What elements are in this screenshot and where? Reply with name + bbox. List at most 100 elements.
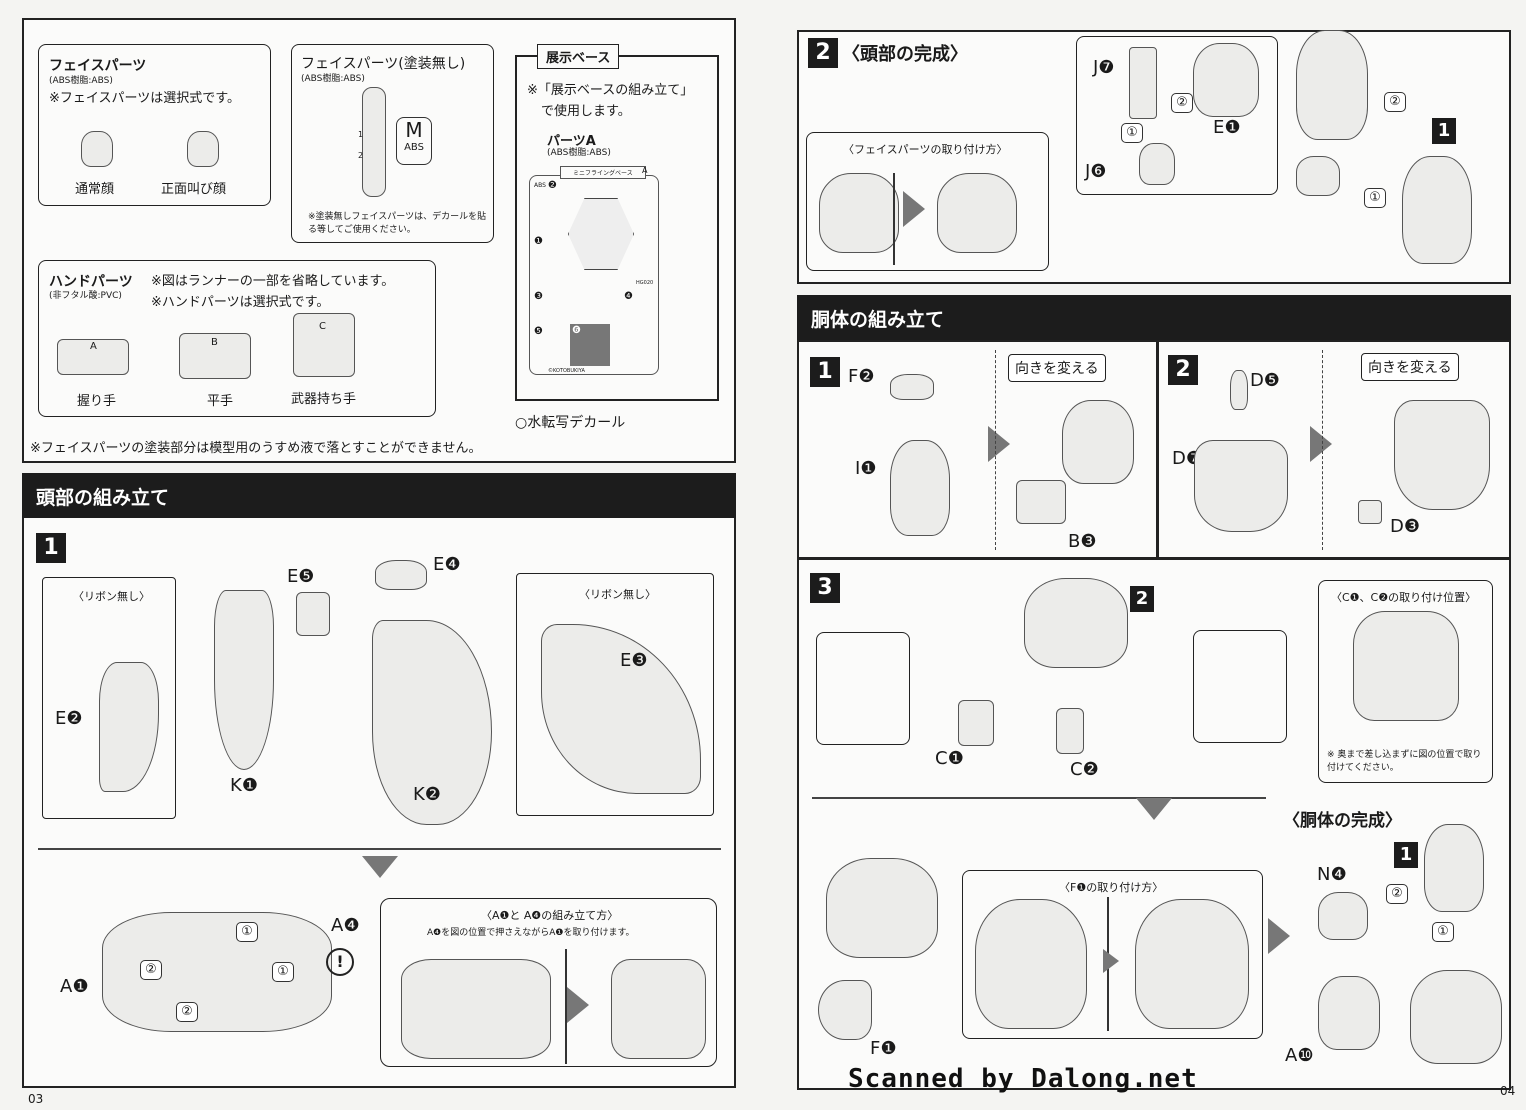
face-attach-before	[819, 173, 899, 253]
ref-step-badge-1: 1	[1394, 842, 1418, 868]
torso-complete-title: 〈胴体の完成〉	[1283, 811, 1402, 831]
face-unpainted-box: フェイスパーツ(塗装無し) (ABS樹脂:ABS) 1 2 M ABS ※塗装無…	[291, 44, 494, 243]
f1-attach-box: 〈F❶の取り付け方〉	[962, 870, 1263, 1039]
part-b3-drawing	[1016, 480, 1066, 524]
no-ribbon-box-right: 〈リボン無し〉	[516, 573, 714, 816]
head-assembly-drawing	[102, 912, 332, 1032]
label-f2: F❷	[848, 366, 875, 387]
assembly-before-drawing	[401, 959, 551, 1059]
runner-letter-b: B	[211, 337, 218, 348]
rotate-label: 向きを変える	[1008, 354, 1106, 382]
shout-face-drawing	[187, 131, 219, 167]
f1-attach-title: 〈F❶の取り付け方〉	[1059, 881, 1164, 894]
runner-material: ABS	[404, 142, 424, 153]
runner-letter-c: C	[319, 321, 326, 332]
torso-assembly-title: 胴体の組み立て	[811, 309, 945, 331]
a1-a4-desc: A❹を図の位置で押さえながらA❶を取り付けます。	[427, 928, 635, 938]
hex-step-1: ①	[1121, 123, 1143, 143]
face-parts-box: フェイスパーツ (ABS樹脂:ABS) ※フェイスパーツは選択式です。 通常顔 …	[38, 44, 271, 206]
hex-step-1: ①	[236, 922, 258, 942]
no-ribbon-box-left: 〈リボン無し〉	[42, 577, 176, 819]
runner-tag: M ABS	[396, 117, 432, 165]
label-e3: E❸	[620, 650, 648, 671]
display-base-note1: ※「展示ベースの組み立て」	[527, 83, 694, 98]
hex-step-2: ②	[1386, 884, 1408, 904]
label-c1: C❶	[935, 748, 964, 769]
face-paint-warning: ※フェイスパーツの塗装部分は模型用のうすめ液で落とすことができません。	[30, 441, 482, 456]
hand-parts-title: ハンドパーツ	[49, 274, 133, 290]
label-k2: K❷	[413, 784, 441, 805]
part-i1-drawing	[890, 440, 950, 536]
head-hair-drawing	[1296, 30, 1368, 140]
runner-a-brand: ©KOTOBUKIYA	[548, 368, 585, 374]
part-d5-drawing	[1230, 370, 1248, 410]
part-a10-drawing	[1318, 976, 1380, 1050]
face-option-shout: 正面叫び顔	[161, 182, 227, 197]
part-e1-drawing	[1193, 43, 1259, 117]
part-d7-drawing	[1194, 440, 1288, 532]
rotate-label: 向きを変える	[1361, 353, 1459, 381]
part-num: ❸	[534, 291, 543, 302]
ref-step-badge-2: 2	[1130, 586, 1154, 612]
face-attach-after	[937, 173, 1017, 253]
divider	[893, 173, 895, 265]
torso-complete-drawing	[1410, 970, 1502, 1064]
part-c2-drawing	[1056, 708, 1084, 754]
part-j7-drawing	[1129, 47, 1157, 119]
right-arrow-icon	[1268, 918, 1290, 954]
runner-num-2: 2	[358, 151, 364, 160]
part-j6-drawing	[1139, 143, 1175, 185]
a1-a4-assembly-box: 〈A❶と A❹の組み立て方〉 A❹を図の位置で押さえながらA❶を取り付けます。	[380, 898, 717, 1067]
label-e2: E❷	[55, 708, 83, 729]
head-ref-drawing	[1424, 824, 1484, 912]
hand-option-flat: 平手	[207, 394, 234, 409]
caution-icon: !	[326, 948, 354, 976]
c1-detail-box	[816, 632, 910, 745]
hex-step-2: ②	[1171, 93, 1193, 113]
torso-skirt-drawing	[826, 858, 938, 958]
part-c1-drawing	[958, 700, 994, 746]
face-option-normal: 通常顔	[75, 182, 115, 197]
parts-a-material: (ABS樹脂:ABS)	[547, 148, 611, 158]
page-number-left: 03	[28, 1092, 44, 1106]
runner-letter: M	[405, 118, 423, 142]
hand-parts-box: ハンドパーツ (非フタル酸:PVC) ※図はランナーの一部を省略しています。 ※…	[38, 260, 436, 417]
face-parts-title: フェイスパーツ	[49, 58, 147, 74]
runner-a-drawing: ミニフライングベース A ABS ❷ ❶ ❸ ❹ HG020 ❺ ❻ ©KOTO…	[529, 166, 659, 375]
part-f2-drawing	[890, 374, 934, 400]
runner-a-mat: ABS	[534, 182, 546, 189]
right-arrow-icon	[988, 426, 1010, 462]
runner-a-name: ミニフライングベース	[560, 166, 646, 179]
step-badge-1: 1	[810, 357, 840, 387]
torso-rotated-drawing	[1062, 400, 1134, 484]
down-arrow-icon	[1136, 798, 1172, 820]
grip-hands-drawing	[57, 339, 129, 375]
hand-option-weapon: 武器持ち手	[291, 392, 357, 407]
hex-step-1: ①	[272, 962, 294, 982]
torso-d-rotated-drawing	[1394, 400, 1490, 510]
display-base-note2: で使用します。	[541, 104, 631, 119]
weapon-hands-drawing	[293, 313, 355, 377]
part-f1-drawing	[818, 980, 872, 1040]
a1-a4-title: 〈A❶と A❹の組み立て方〉	[481, 909, 619, 922]
hair-k2-drawing	[372, 620, 492, 825]
part-num: ❶	[534, 236, 543, 247]
face-drawing	[1296, 156, 1340, 196]
hex-step-1: ①	[1364, 188, 1386, 208]
step-badge-3: 3	[810, 573, 840, 603]
label-n4: N❹	[1317, 864, 1347, 885]
c-position-box: 〈C❶、C❷の取り付け位置〉 ※ 奥まで差し込まずに図の位置で取り付けてください…	[1318, 580, 1493, 783]
skirt-drawing	[1024, 578, 1128, 668]
right-arrow-icon	[567, 987, 589, 1023]
assembly-after-drawing	[611, 959, 706, 1059]
face-unpainted-note: ※塗装無しフェイスパーツは、デカールを貼る等してご使用ください。	[308, 212, 487, 235]
runner-a-code: HG020	[636, 280, 654, 286]
c-position-title: 〈C❶、C❷の取り付け位置〉	[1331, 591, 1477, 604]
face-attach-title: 〈フェイスパーツの取り付け方〉	[843, 143, 1008, 156]
head-assembly-header: 頭部の組み立て	[22, 473, 736, 519]
page-number-right: 04	[1500, 1084, 1516, 1098]
right-arrow-icon	[1310, 426, 1332, 462]
decal-label: ○水転写デカール	[515, 415, 626, 431]
label-i1: I❶	[855, 458, 877, 479]
hand-parts-material: (非フタル酸:PVC)	[49, 291, 122, 301]
